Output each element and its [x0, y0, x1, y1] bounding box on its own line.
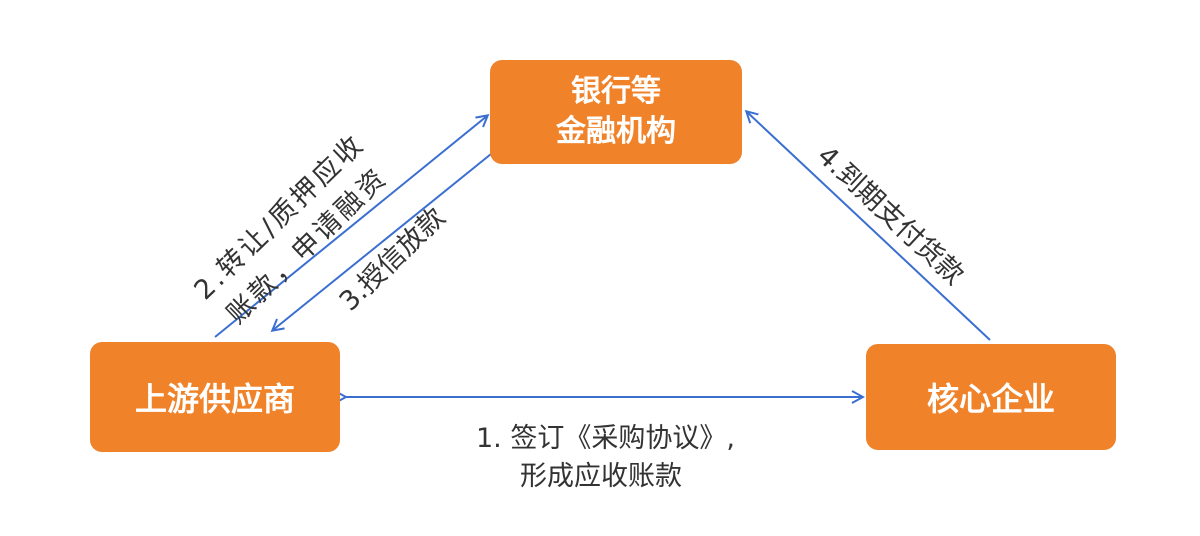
arrow-core-to-bank	[747, 112, 991, 341]
bank-node: 银行等 金融机构	[490, 60, 742, 164]
supplier-node-label: 上游供应商	[134, 380, 295, 418]
step1-label: 1. 签订《采购协议》, 形成应收账款	[476, 420, 735, 496]
core-enterprise-node: 核心企业	[866, 344, 1116, 450]
step1-label-line1: 1. 签订《采购协议》,	[476, 423, 735, 454]
bank-node-line1: 银行等	[571, 74, 661, 109]
arrow-bank-to-supplier	[273, 153, 492, 330]
arrow-supplier-to-bank	[214, 116, 487, 338]
bank-node-line2: 金融机构	[556, 114, 676, 149]
step1-label-line2: 形成应收账款	[520, 461, 682, 492]
supplier-node: 上游供应商	[90, 342, 340, 452]
core-node-label: 核心企业	[926, 380, 1055, 418]
